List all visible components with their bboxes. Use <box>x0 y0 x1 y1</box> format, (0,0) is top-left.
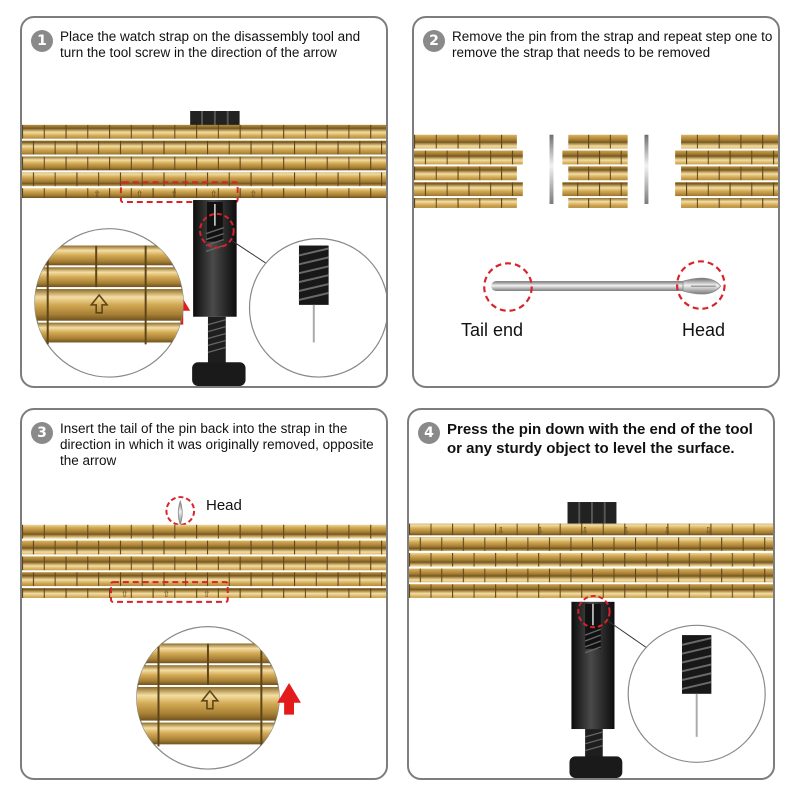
head-label: Head <box>682 320 726 340</box>
up-arrow-icon <box>277 683 301 715</box>
pin-location-highlight <box>119 181 239 203</box>
zoom-pin-detail <box>248 238 386 378</box>
dashed-circle-icon <box>199 212 235 249</box>
step-2-instruction: Remove the pin from the strap and repeat… <box>452 29 773 60</box>
svg-text:⇩: ⇩ <box>497 525 504 535</box>
step-1-panel: ⇧ ⇧ ⇧ ⇧ ⇧ <box>20 16 388 388</box>
step-1-illustration: ⇧ ⇧ ⇧ ⇧ ⇧ <box>22 111 386 386</box>
pin-icon <box>644 134 649 204</box>
step-number-badge: 4 <box>418 422 440 444</box>
step-3-panel: ⇧ ⇧ ⇧ 3 Insert the tail of the pin back … <box>20 408 388 780</box>
svg-text:⇩: ⇩ <box>705 525 712 535</box>
svg-text:⇩: ⇩ <box>581 525 588 535</box>
dashed-circle-icon <box>676 260 726 310</box>
tool-knob <box>569 756 623 778</box>
bracelet-left-section <box>414 134 523 208</box>
svg-text:⇩: ⇩ <box>536 525 543 535</box>
watch-bracelet: ⇧ ⇧ ⇧ ⇧ ⇧ <box>22 124 386 199</box>
up-arrow-icon <box>89 293 109 314</box>
step-2-panel: 2 Remove the pin from the strap and repe… <box>412 16 780 388</box>
dashed-circle-icon <box>577 594 611 629</box>
step-4-panel: ⇩ ⇩ ⇩ ⇩ ⇩ ⇩ <box>407 408 775 780</box>
bracelet-right-section <box>675 134 778 208</box>
svg-text:⇧: ⇧ <box>170 189 177 199</box>
tail-end-label: Tail end <box>461 320 524 340</box>
svg-text:⇧: ⇧ <box>249 189 256 199</box>
step-2-illustration <box>414 134 778 312</box>
bracelet-middle-link <box>562 134 628 208</box>
dashed-circle-icon <box>165 496 196 526</box>
up-arrow-icon <box>200 689 220 710</box>
zoom-link-detail <box>34 228 184 378</box>
pin-icon <box>549 134 554 204</box>
svg-text:⇩: ⇩ <box>622 525 629 535</box>
step-4-illustration: ⇩ ⇩ ⇩ ⇩ ⇩ ⇩ <box>409 502 773 778</box>
svg-text:⇧: ⇧ <box>210 189 217 199</box>
step-4-instruction: Press the pin down with the end of the t… <box>447 421 753 457</box>
step-3-instruction: Insert the tail of the pin back into the… <box>60 421 374 468</box>
step-3-illustration: ⇧ ⇧ ⇧ <box>22 496 386 770</box>
dashed-circle-icon <box>483 262 533 312</box>
svg-text:⇧: ⇧ <box>121 589 128 599</box>
watch-bracelet: ⇩ ⇩ ⇩ ⇩ ⇩ ⇩ <box>409 523 773 598</box>
step-number-badge: 1 <box>31 30 53 52</box>
head-label: Head <box>206 497 242 514</box>
pin-icon <box>177 499 183 527</box>
svg-text:⇧: ⇧ <box>93 189 100 199</box>
watch-bracelet: ⇧ ⇧ ⇧ <box>22 524 386 599</box>
pin-location-highlight <box>110 581 229 603</box>
svg-text:⇧: ⇧ <box>136 189 143 199</box>
pin-diagram <box>483 260 726 312</box>
svg-text:⇧: ⇧ <box>203 589 210 599</box>
zoom-pin-detail <box>627 624 766 763</box>
step-number-badge: 3 <box>31 422 53 444</box>
step-1-instruction: Place the watch strap on the disassembly… <box>60 29 361 60</box>
svg-text:⇧: ⇧ <box>162 589 169 599</box>
svg-text:⇩: ⇩ <box>663 525 670 535</box>
tool-knob <box>192 362 246 386</box>
step-number-badge: 2 <box>423 30 445 52</box>
zoom-link-detail <box>136 626 280 770</box>
